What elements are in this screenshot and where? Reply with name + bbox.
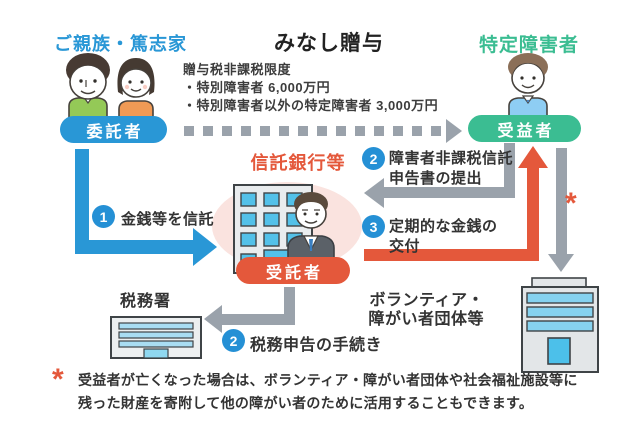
declaration-arrow-vertical (504, 143, 515, 193)
payment-arrow-vertical (527, 166, 539, 261)
step-2b-number: 2 (222, 329, 245, 352)
tax-exemption-item-2: ・特別障害者以外の特定障害者 3,000万円 (183, 98, 439, 113)
step-3-label-line1: 定期的な金銭の (389, 218, 498, 235)
organization-label-line2: 障がい者団体等 (368, 311, 484, 328)
step-2-label-line2: 申告書の提出 (389, 170, 483, 187)
organization-label: ボランティア・ 障がい者団体等 (358, 291, 484, 329)
tax-office-building-illustration (110, 316, 202, 359)
tax-exemption-item-1: ・特別障害者 6,000万円 (183, 80, 331, 95)
beneficiary-badge: 受益者 (468, 115, 581, 142)
step-2b-label: 税務申告の手続き (250, 337, 383, 354)
donation-arrow-vertical (556, 148, 567, 256)
step-3-number: 3 (362, 215, 385, 238)
disabled-person-heading: 特定障害者 (479, 35, 580, 56)
step-1-label: 金銭等を信託 (121, 211, 215, 228)
tax-filing-arrow-horizontal (221, 314, 295, 325)
trust-money-arrowhead-icon (193, 228, 217, 266)
declaration-arrow-horizontal (382, 187, 515, 198)
organization-label-line1: ボランティア・ (369, 292, 484, 309)
deemed-gift-dashed-arrow (184, 126, 446, 136)
step-3-label-line2: 交付 (389, 238, 421, 255)
trust-money-arrow-horizontal (75, 240, 195, 254)
trust-money-arrow-vertical (75, 149, 89, 254)
step-3-label: 定期的な金銭の 交付 (389, 217, 498, 257)
trustee-badge: 受託者 (236, 257, 350, 284)
payment-arrowhead-icon (518, 146, 548, 168)
step-1-number: 1 (92, 205, 115, 228)
page-title: みなし贈与 (274, 32, 384, 55)
disabled-person-illustration (508, 53, 548, 118)
step-2-label-line1: 障害者非課税信託 (389, 150, 514, 167)
donation-arrowhead-icon (548, 254, 574, 272)
tax-exemption-note: 贈与税非課税限度 ・特別障害者 6,000万円 ・特別障害者以外の特定障害者 3… (183, 61, 438, 115)
organization-building-illustration (521, 277, 599, 373)
family-heading: ご親族・篤志家 (54, 34, 187, 54)
man-figure (66, 53, 110, 120)
deemed-gift-arrowhead-icon (446, 119, 462, 143)
footnote-line2: 残った財産を寄附して他の障がい者のために活用することもできます。 (78, 395, 534, 411)
footnote-asterisk: * (52, 363, 64, 396)
declaration-arrowhead-icon (364, 178, 384, 208)
step-2-label: 障害者非課税信託 申告書の提出 (389, 149, 513, 189)
tax-filing-arrow-vertical (284, 287, 295, 325)
family-couple-illustration (66, 53, 155, 120)
tax-exemption-heading: 贈与税非課税限度 (183, 62, 292, 77)
trust-bank-heading: 信託銀行等 (250, 153, 346, 173)
footnote-line1: 受益者が亡くなった場合は、ボランティア・障がい者団体や社会福祉施設等に (78, 372, 578, 388)
payment-arrow-horizontal (364, 249, 538, 261)
footnote-text: 受益者が亡くなった場合は、ボランティア・障がい者団体や社会福祉施設等に 残った財… (78, 369, 578, 415)
asterisk-mark: * (565, 187, 577, 220)
trustor-badge: 委託者 (60, 116, 167, 143)
tax-office-label: 税務署 (120, 293, 172, 310)
step-2-number: 2 (362, 147, 385, 170)
woman-figure (117, 58, 155, 120)
tax-filing-arrowhead-icon (204, 305, 222, 333)
